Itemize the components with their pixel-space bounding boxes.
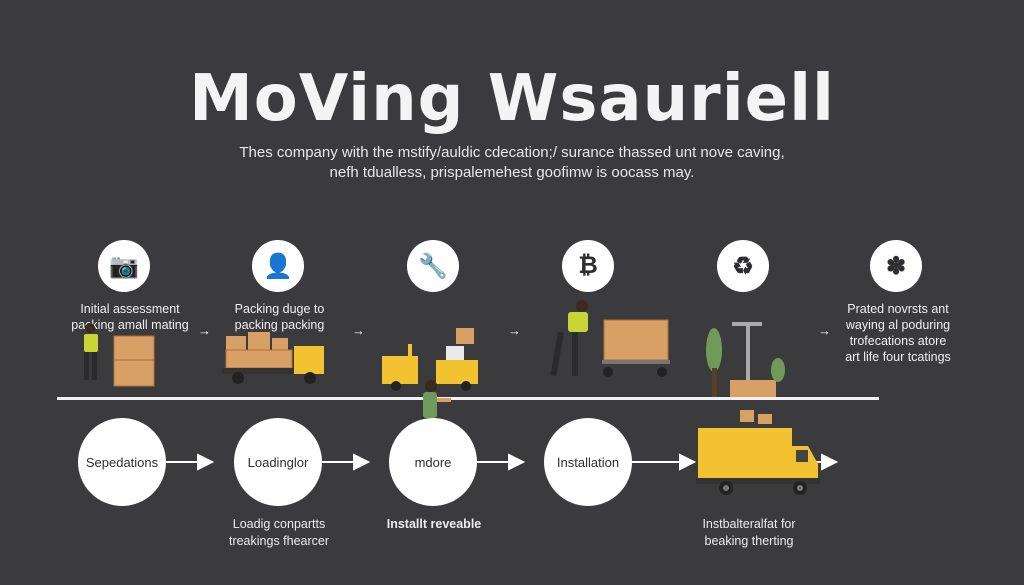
step-6-label-line-2: waying al poduring — [845, 318, 951, 332]
recycle-icon: ♻ — [717, 240, 769, 292]
forklift-illustration — [382, 328, 478, 391]
arrow-4: → — [818, 323, 831, 338]
step-2-label-line-1: Packing duge to — [234, 302, 325, 316]
installation-scene-illustration — [706, 322, 785, 398]
caption-mdore: Installt reveable — [372, 516, 496, 533]
step-1-label-line-2: packing amall mating — [71, 318, 189, 332]
stage-mdore-label: mdore — [414, 454, 452, 470]
worker-pushing-cart-illustration — [550, 300, 670, 377]
step-6-label-line-1: Prated novrsts ant — [847, 302, 949, 316]
subtitle-line-1: Thes company with the mstify/auldic cdec… — [239, 144, 785, 161]
loaded-truck-illustration — [222, 332, 324, 384]
caption-loading-line-1: Loadig conpartts — [232, 517, 326, 531]
step-2-label: Packing duge to packing packing — [212, 301, 347, 333]
caption-truck: Instbalteralfat for beaking therting — [684, 516, 814, 550]
caption-mdore-line-1: Installt reveable — [386, 517, 482, 531]
step-1-label: Initial assessment packing amall mating — [60, 301, 200, 333]
stage-mdore: mdore — [389, 418, 477, 506]
bitcoin-icon: ₿ — [562, 240, 614, 292]
step-6-label-line-4: art life four tcatings — [845, 350, 951, 364]
person-icon: 👤 — [252, 240, 304, 292]
arrow-2: → — [352, 323, 365, 338]
stage-sepedations: Sepedations — [78, 418, 166, 506]
helper-icon: ✽ — [870, 240, 922, 292]
arrow-3: → — [508, 323, 521, 338]
subtitle-line-2: nefh tdualless, prispalemehest goofimw i… — [329, 164, 695, 181]
stage-loadinglor: Loadinglor — [234, 418, 322, 506]
moving-truck-illustration — [696, 410, 820, 495]
stage-connectors — [166, 453, 839, 471]
timeline-divider — [57, 397, 879, 400]
stage-loadinglor-label: Loadinglor — [247, 454, 309, 470]
page-title: MoVing Wsauriell — [189, 62, 835, 136]
worker-carrying-box-illustration — [84, 323, 155, 387]
caption-truck-line-2: beaking therting — [704, 534, 794, 548]
camera-icon: 📷 — [98, 240, 150, 292]
stage-installation: Installation — [544, 418, 632, 506]
caption-loading-line-2: treakings fhearcer — [228, 534, 330, 548]
arrow-1: → — [198, 323, 211, 338]
stage-sepedations-label: Sepedations — [85, 454, 159, 470]
step-6-label: Prated novrsts ant waying al poduring tr… — [838, 301, 958, 365]
step-1-label-line-1: Initial assessment — [80, 302, 180, 316]
stage-installation-label: Installation — [556, 454, 620, 470]
caption-loading: Loadig conpartts treakings fhearcer — [214, 516, 344, 550]
step-2-label-line-2: packing packing — [234, 318, 325, 332]
step-6-label-line-3: trofecations atore — [849, 334, 947, 348]
tools-icon: 🔧 — [407, 240, 459, 292]
caption-truck-line-1: Instbalteralfat for — [702, 517, 796, 531]
